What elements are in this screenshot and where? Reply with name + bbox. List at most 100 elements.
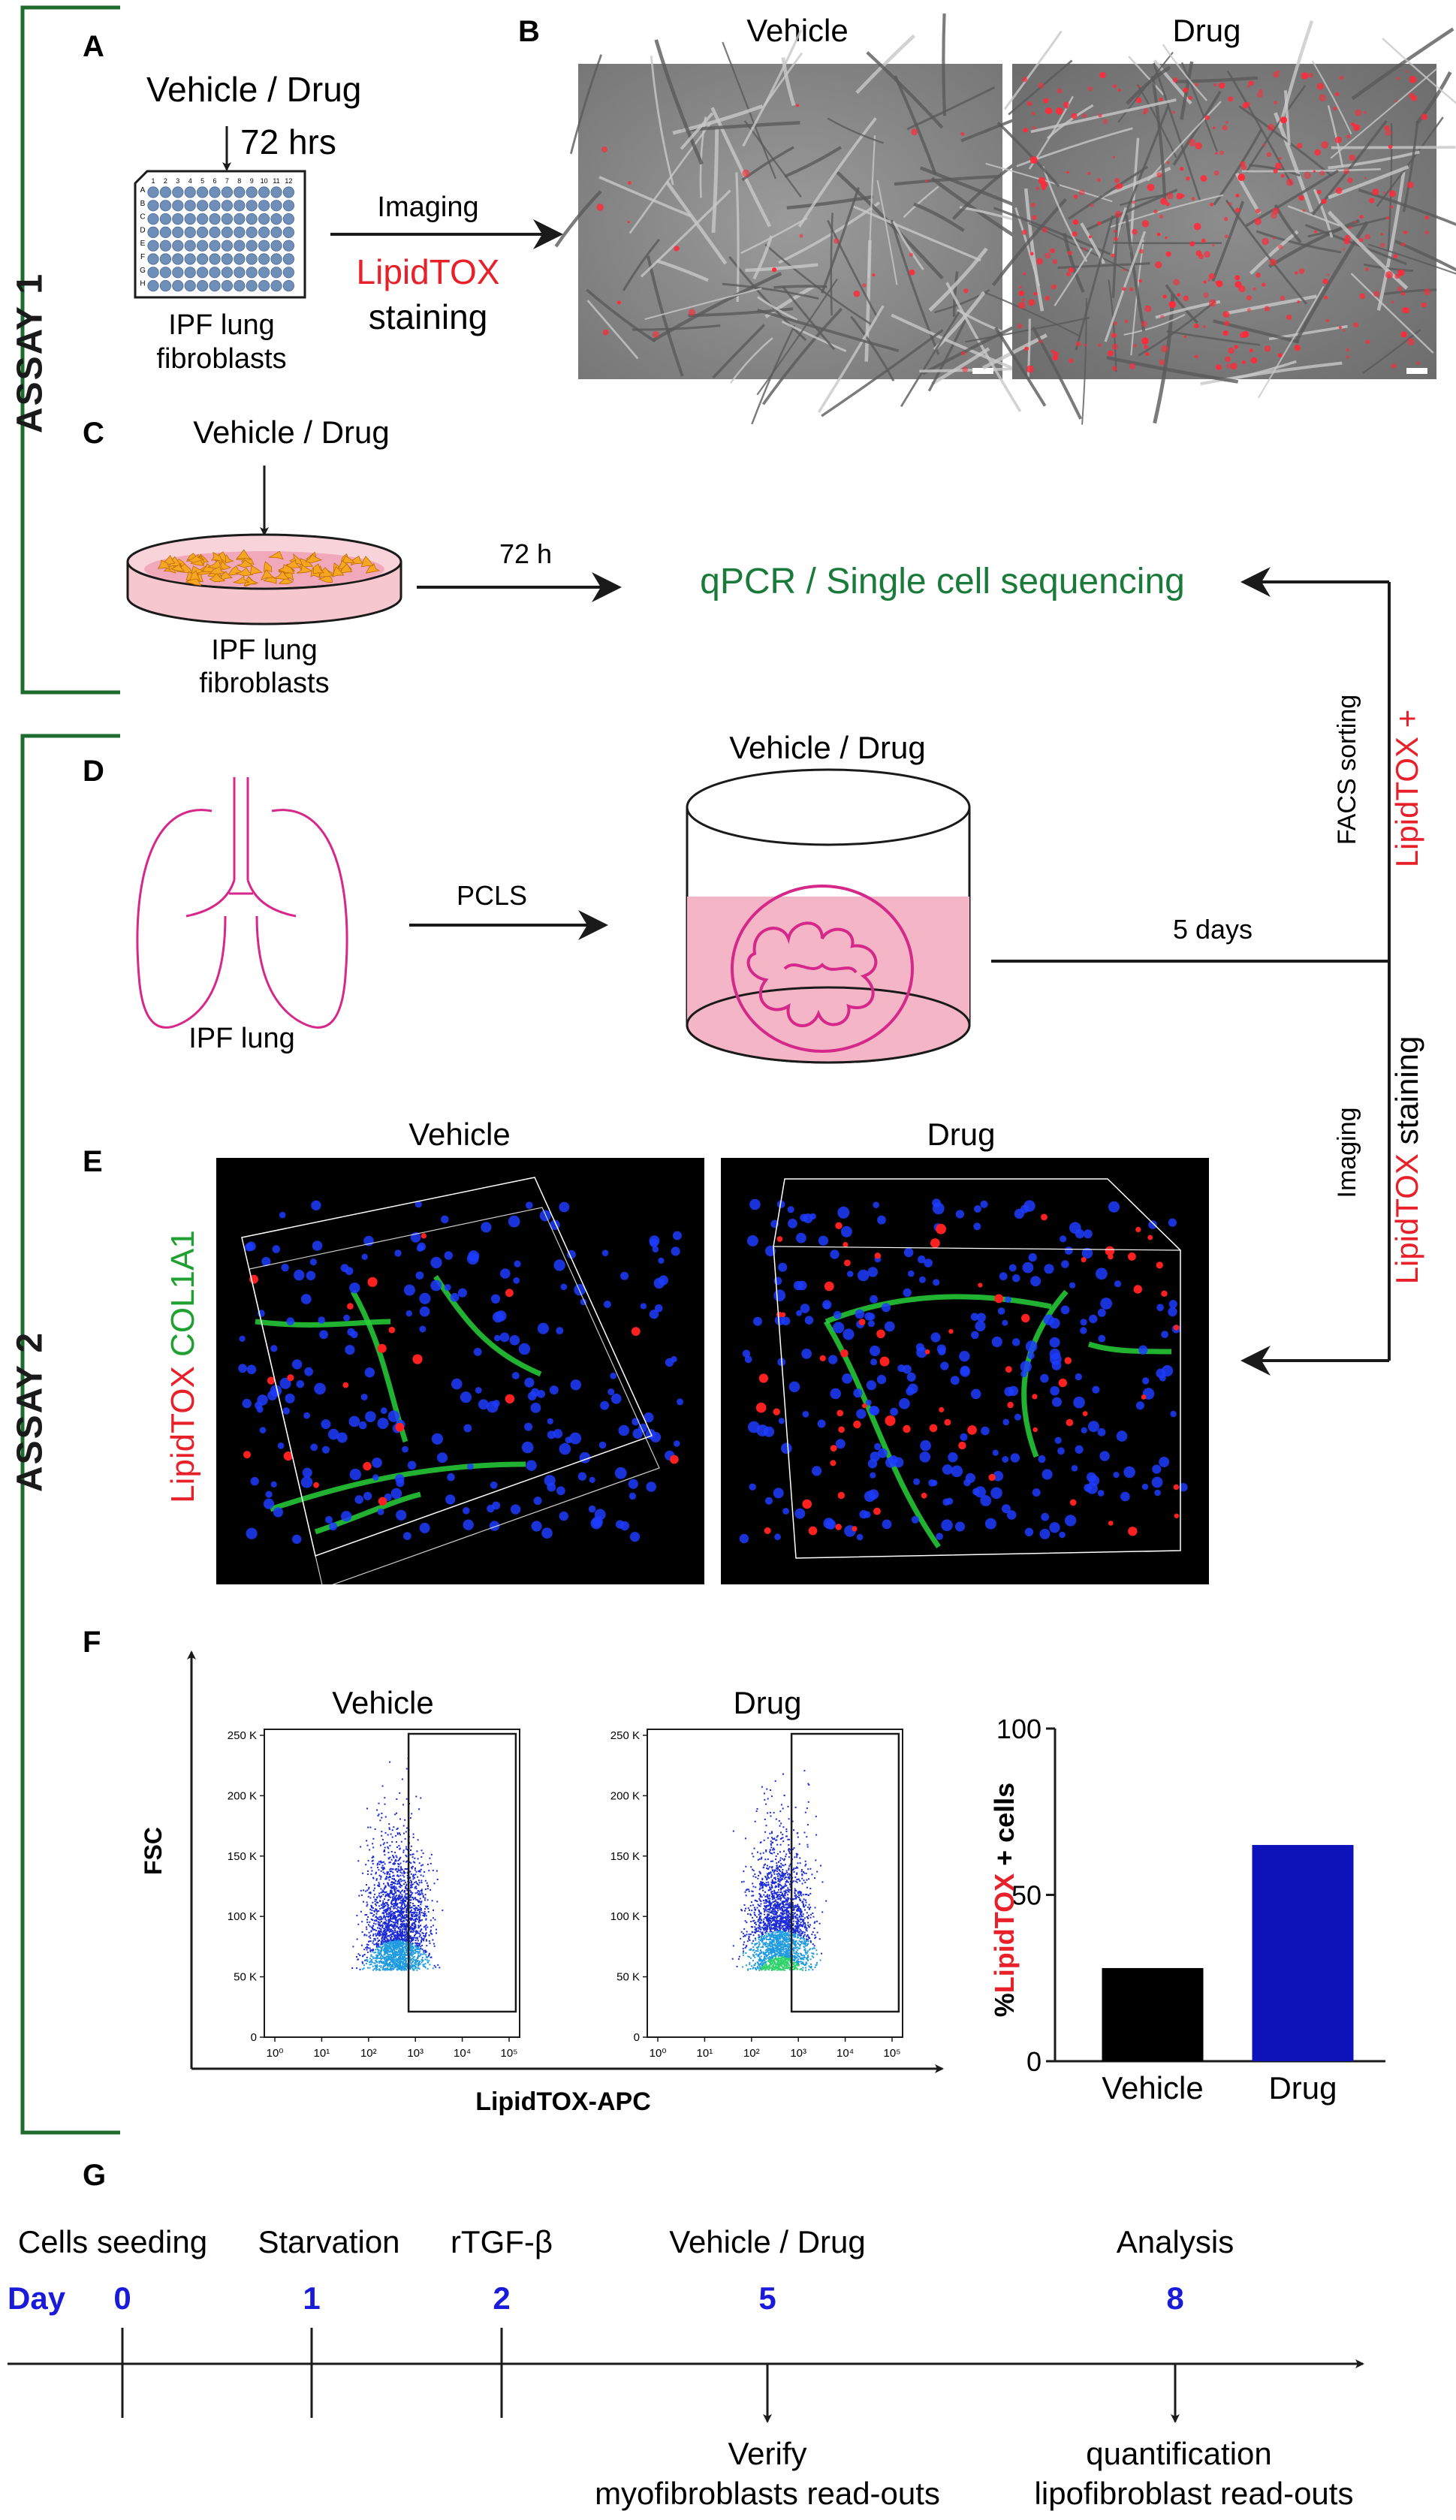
nucleus — [1014, 1208, 1024, 1219]
lipid-droplet — [1424, 288, 1431, 296]
event-dot — [423, 1949, 425, 1952]
event-dot — [387, 1963, 389, 1965]
event-dot — [415, 1918, 418, 1920]
event-dot — [401, 1895, 403, 1898]
lipid-droplet — [1045, 107, 1053, 115]
event-dot — [406, 1934, 408, 1937]
event-dot — [411, 1867, 413, 1869]
event-dot — [414, 1942, 417, 1944]
nucleus — [1025, 1340, 1038, 1352]
event-dot — [773, 1913, 775, 1916]
lipid-droplet — [1051, 284, 1057, 290]
plate-well — [147, 267, 159, 279]
plate-well — [159, 279, 171, 292]
event-dot — [400, 1906, 402, 1908]
event-dot — [398, 1918, 400, 1920]
event-dot — [411, 1856, 414, 1858]
cell-shape — [711, 127, 719, 234]
event-dot — [414, 1937, 416, 1939]
event-dot — [770, 1840, 772, 1843]
flow-y-tick: 50 K — [234, 1971, 257, 1984]
event-dot — [757, 1851, 758, 1853]
event-dot — [413, 1969, 415, 1971]
event-dot — [390, 1941, 393, 1943]
event-dot — [374, 1910, 375, 1913]
event-dot — [427, 1907, 430, 1910]
event-dot — [374, 1828, 376, 1830]
event-dot — [787, 1952, 789, 1955]
event-dot — [414, 1949, 416, 1951]
event-dot — [767, 1922, 769, 1925]
nucleus — [764, 1497, 773, 1505]
event-dot — [404, 1928, 406, 1931]
event-dot — [392, 1903, 394, 1905]
nucleus — [843, 1328, 855, 1340]
event-dot — [396, 1946, 399, 1948]
event-dot — [393, 1955, 396, 1958]
lipid-droplet — [1032, 1394, 1038, 1400]
event-dot — [764, 1935, 766, 1937]
lipid-droplet — [1359, 215, 1364, 219]
lipid-droplet — [924, 1349, 930, 1355]
event-dot — [424, 1933, 427, 1935]
cell-shape — [1150, 76, 1167, 200]
lipid-droplet — [652, 330, 659, 338]
event-dot — [776, 1934, 779, 1936]
event-dot — [782, 1966, 783, 1968]
event-dot — [399, 1964, 402, 1966]
event-dot — [767, 1951, 770, 1953]
nucleus — [744, 1355, 752, 1364]
nucleus — [312, 1240, 323, 1251]
nucleus — [1042, 1469, 1053, 1480]
event-dot — [413, 1955, 415, 1958]
event-dot — [378, 1885, 381, 1888]
lipid-droplet — [1050, 248, 1055, 253]
nucleus — [463, 1424, 472, 1433]
event-dot — [378, 1968, 381, 1970]
event-dot — [401, 1944, 403, 1946]
nucleus — [919, 1276, 926, 1283]
event-dot — [372, 1927, 374, 1929]
event-dot — [409, 1944, 411, 1946]
event-dot — [416, 1945, 418, 1947]
event-dot — [421, 1937, 423, 1939]
collagen-fiber — [824, 1294, 1052, 1325]
fibroblast-cell — [285, 559, 301, 569]
event-dot — [418, 1890, 421, 1892]
event-dot — [372, 1969, 375, 1971]
event-dot — [787, 1887, 789, 1889]
plate-well — [209, 186, 221, 198]
event-dot — [430, 1933, 433, 1934]
plate-well — [172, 240, 184, 252]
culture-dish — [126, 533, 402, 625]
event-dot — [399, 1895, 401, 1898]
nucleus — [1071, 1465, 1078, 1472]
nucleus — [259, 1427, 267, 1433]
cell-shape — [1030, 98, 1177, 134]
event-dot — [413, 1928, 415, 1930]
event-dot — [390, 1955, 392, 1958]
event-dot — [793, 1934, 795, 1937]
nucleus — [592, 1516, 603, 1528]
nucleus — [950, 1376, 960, 1385]
event-dot — [405, 1964, 408, 1967]
lipid-droplet — [1171, 110, 1176, 114]
event-dot — [402, 1921, 404, 1923]
event-dot — [411, 1918, 413, 1920]
event-dot — [404, 1917, 406, 1919]
cell-shape — [1387, 122, 1393, 252]
cell-shape — [1268, 219, 1361, 269]
event-dot — [419, 1948, 421, 1950]
event-dot — [371, 1961, 373, 1964]
nucleus — [257, 1394, 268, 1406]
event-dot — [366, 1873, 369, 1875]
lipid-droplet — [1159, 359, 1165, 366]
cell-shape — [1330, 68, 1438, 159]
nucleus — [526, 1201, 533, 1209]
event-dot — [412, 1953, 414, 1955]
lipid-droplet — [1401, 242, 1406, 247]
nucleus — [1151, 1476, 1163, 1488]
event-dot — [785, 1892, 788, 1894]
event-dot — [401, 1872, 403, 1874]
event-dot — [366, 1949, 368, 1951]
